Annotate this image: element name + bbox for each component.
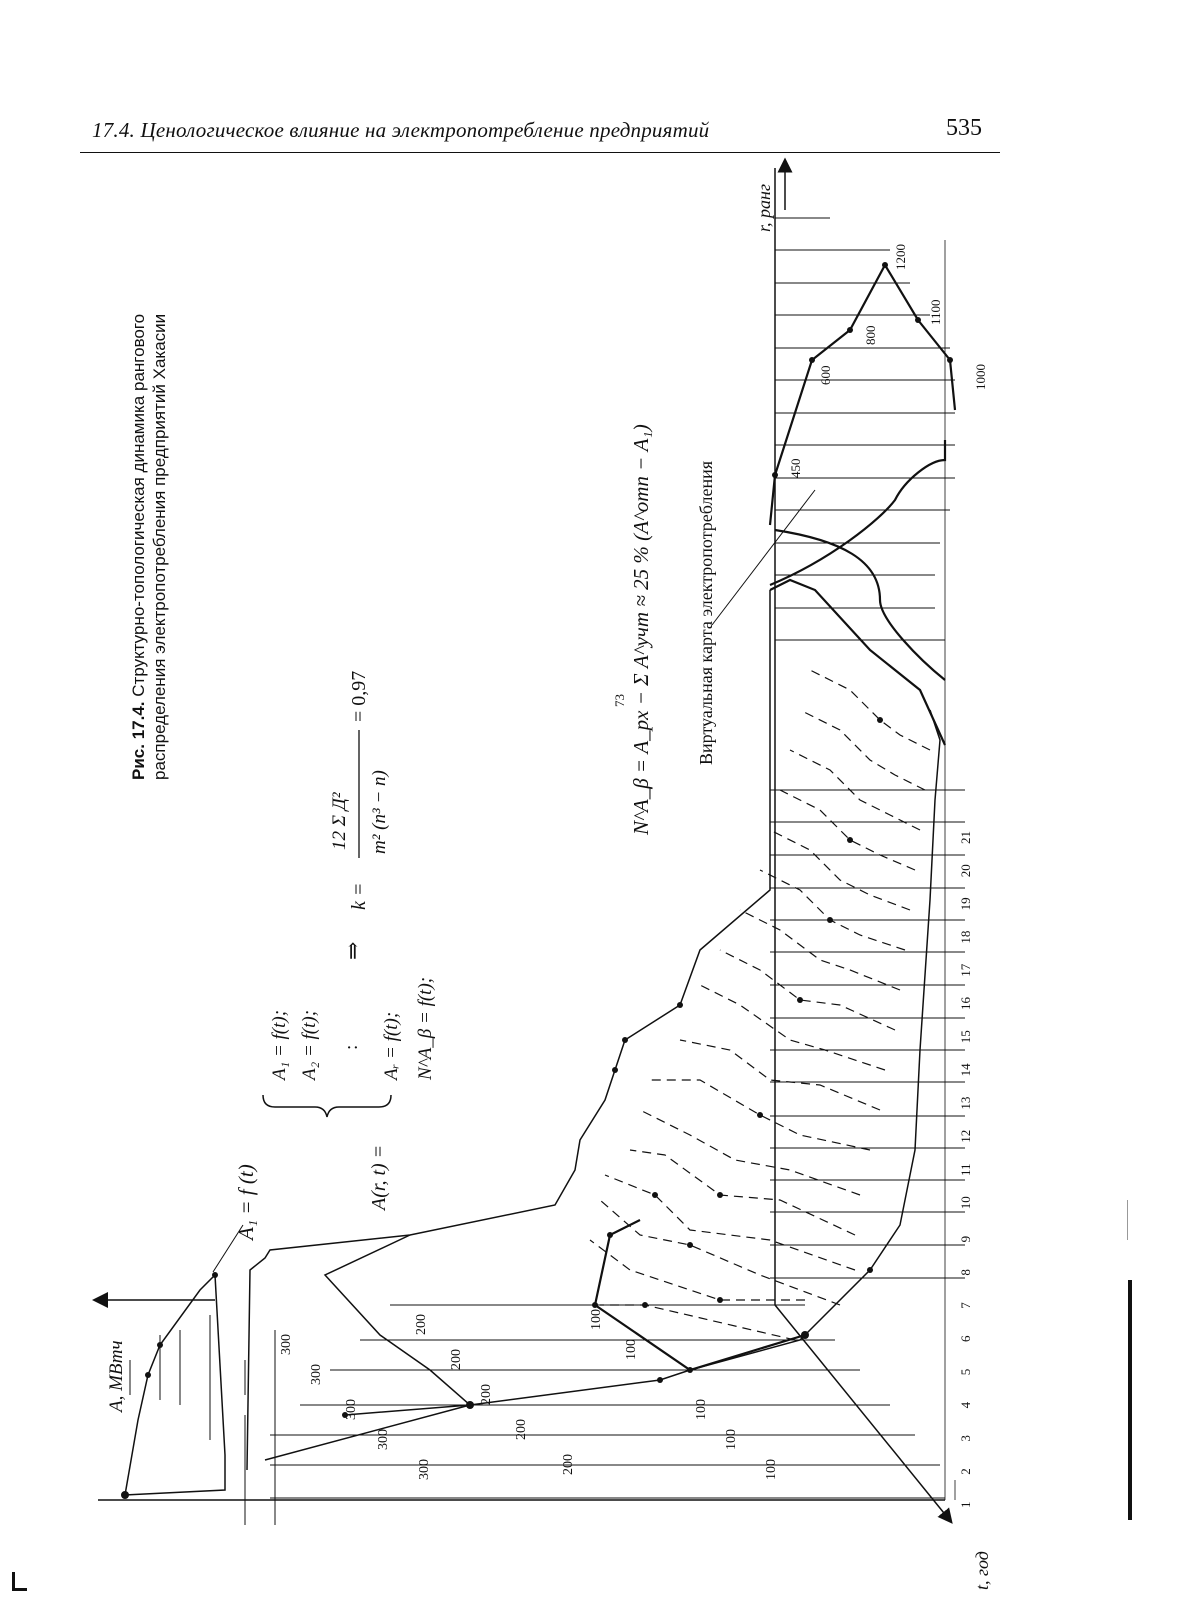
formula-n-beta: N^A_β = A_px − Σ A^учт ≈ 25 % (A^отп − A… <box>612 424 653 836</box>
n-beta-formula: N^A_β = A_px − Σ A^учт ≈ 25 % (A^отп − A… <box>629 424 653 836</box>
t-tick-label: 10 <box>958 1196 973 1209</box>
v-tick-100c: 100 <box>694 1399 709 1420</box>
vertical-tick-labels: 100 100 100 100 100 200 200 200 200 200 … <box>279 1309 779 1480</box>
t-tick-label: 12 <box>958 1130 973 1143</box>
scan-corner-mark <box>12 1572 27 1591</box>
t-tick-label: 6 <box>958 1335 973 1342</box>
rank-450: 450 <box>788 459 803 479</box>
t-tick-label: 17 <box>958 963 973 977</box>
t-tick-label: 4 <box>958 1401 973 1408</box>
v-tick-100b: 100 <box>724 1429 739 1450</box>
system-line-1: A₁ = f(t); <box>269 1010 290 1082</box>
t-tick-label: 11 <box>958 1163 973 1176</box>
formula-system: A(r, t) = A₁ = f(t); A₂ = f(t); : Aᵣ = f… <box>262 671 436 1212</box>
rank-1100: 1100 <box>928 299 943 325</box>
t-tick-label: 18 <box>958 931 973 944</box>
v-tick-200a: 200 <box>561 1454 576 1475</box>
k-value: = 0,97 <box>348 671 370 722</box>
r-axis-label: r, ранг <box>754 184 774 232</box>
t-axis-label: t, год <box>972 1551 992 1590</box>
section-title: 17.4. Ценологическое влияние на электроп… <box>92 118 710 142</box>
t-tick-label: 2 <box>958 1468 973 1475</box>
t-tick-label: 19 <box>958 897 973 910</box>
v-tick-300d: 300 <box>309 1364 324 1385</box>
implies-arrow: ⇒ <box>340 942 365 960</box>
system-line-5: N^A_β = f(t); <box>415 977 436 1081</box>
t-tick-label: 16 <box>958 997 973 1011</box>
virtual-map-label: Виртуальная карта электропотребления <box>696 461 716 765</box>
k-numerator: 12 Σ Д² <box>329 792 350 850</box>
system-line-4: Aᵣ = f(t); <box>381 1012 402 1082</box>
scan-edge-line <box>1127 1200 1128 1240</box>
v-tick-200e: 200 <box>414 1314 429 1335</box>
v-tick-300c: 300 <box>344 1399 359 1420</box>
v-tick-300b: 300 <box>376 1429 391 1450</box>
v-tick-300e: 300 <box>279 1334 294 1355</box>
v-tick-100d: 100 <box>624 1339 639 1360</box>
a1-label: A₁ = f (t) <box>234 1164 258 1242</box>
k-denominator: m² (n³ − n) <box>369 770 390 854</box>
t-tick-label: 8 <box>958 1269 973 1276</box>
panel-a1 <box>124 1273 226 1496</box>
t-tick-label: 21 <box>958 831 973 844</box>
rank-1000: 1000 <box>973 364 988 390</box>
scan-edge-bar <box>1128 1280 1132 1520</box>
t-tick-label: 1 <box>958 1502 973 1509</box>
v-tick-200d: 200 <box>449 1349 464 1370</box>
t-tick-label: 7 <box>958 1302 973 1309</box>
v-tick-100a: 100 <box>764 1459 779 1480</box>
rank-1200: 1200 <box>893 244 908 270</box>
v-tick-100e: 100 <box>589 1309 604 1330</box>
t-tick-label: 20 <box>958 864 973 877</box>
page-number: 535 <box>946 115 982 141</box>
t-tick-label: 9 <box>958 1236 973 1243</box>
rank-800: 800 <box>863 326 878 346</box>
running-header: 17.4. Ценологическое влияние на электроп… <box>80 112 1000 153</box>
t-tick-label: 15 <box>958 1030 973 1043</box>
v-tick-200c: 200 <box>479 1384 494 1405</box>
t-tick-label: 13 <box>958 1097 973 1110</box>
system-line-2: A₂ = f(t); <box>299 1010 320 1082</box>
rank-labels: 1000 1100 1200 800 600 450 <box>788 244 988 478</box>
a-axis-label: A, МВтч <box>106 1340 127 1414</box>
v-tick-200b: 200 <box>514 1419 529 1440</box>
system-brace <box>262 1094 392 1118</box>
t-tick-label: 14 <box>958 1063 973 1077</box>
rank-600: 600 <box>818 366 833 386</box>
system-line-3: : <box>341 1045 362 1050</box>
t-tick-label: 3 <box>958 1435 973 1442</box>
k-lhs: k = <box>348 883 370 910</box>
v-tick-300a: 300 <box>417 1459 432 1480</box>
n-sum-top: 73 <box>612 694 627 707</box>
t-tick-label: 5 <box>958 1369 973 1376</box>
system-lhs: A(r, t) = <box>368 1145 390 1212</box>
